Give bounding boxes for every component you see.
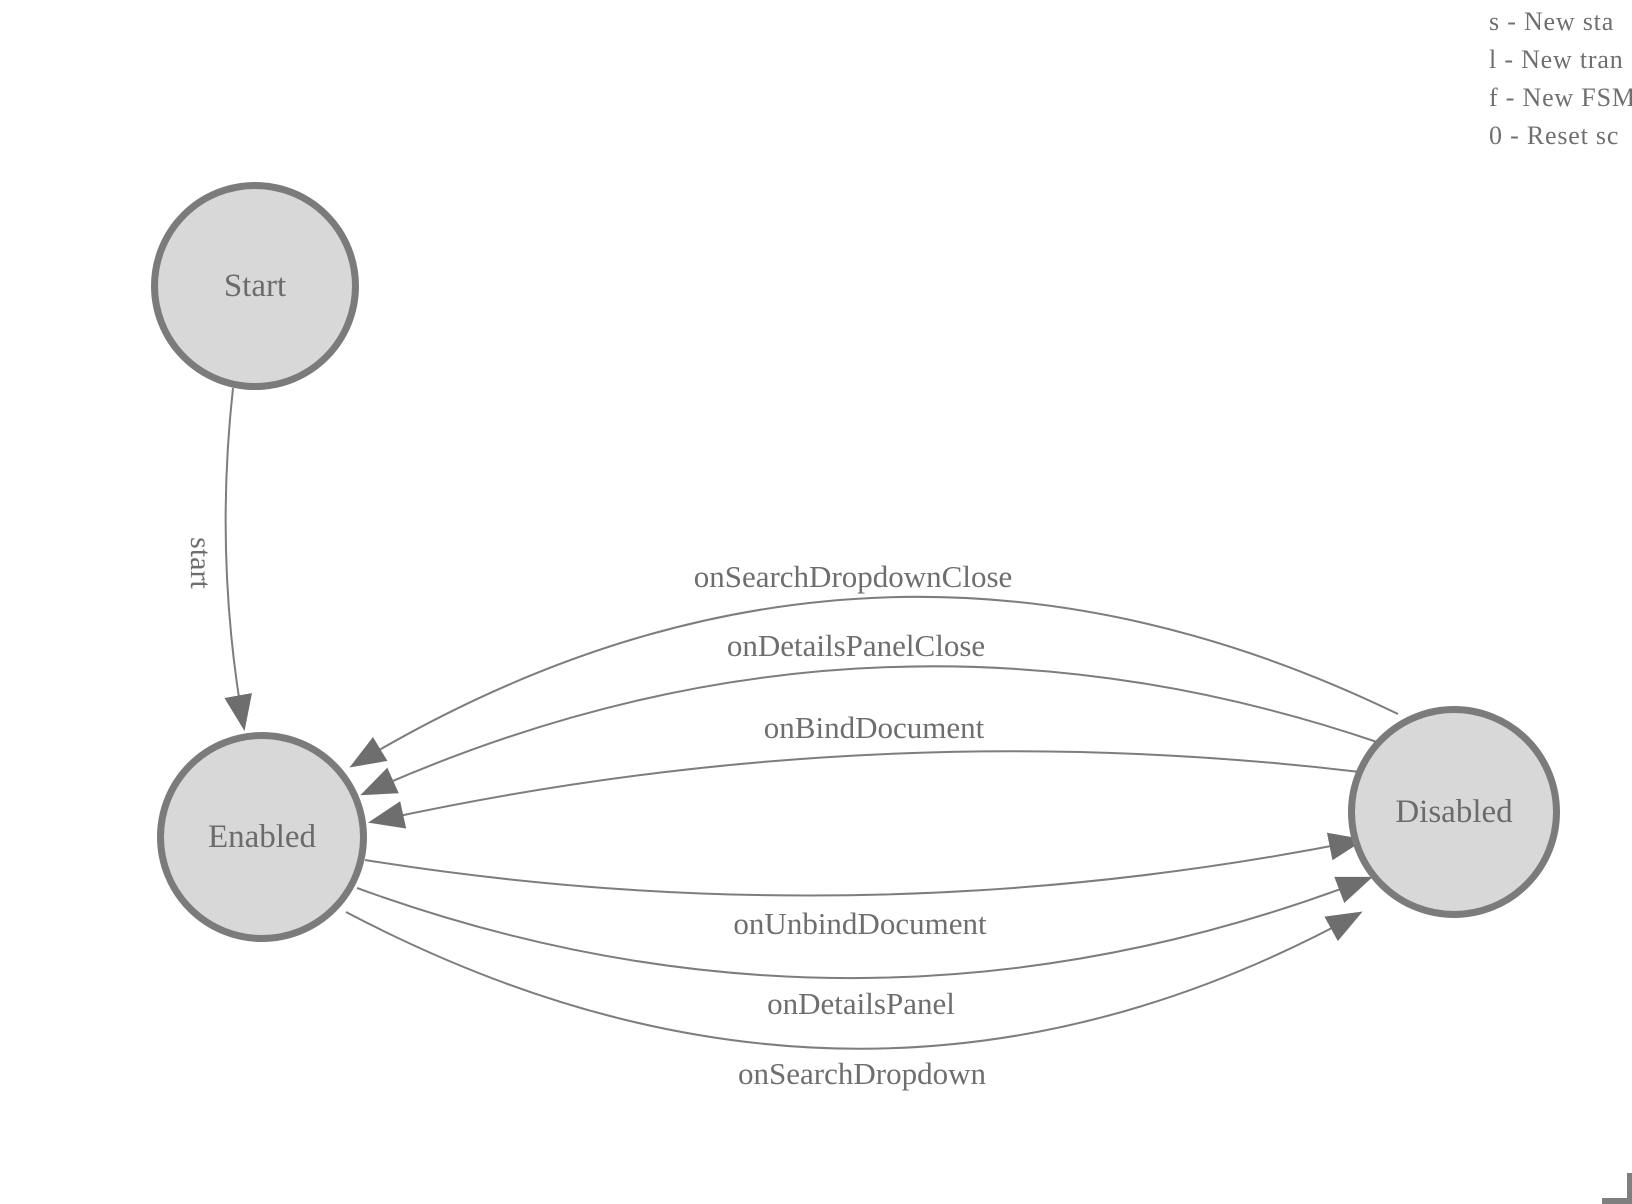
edge-label-onSearchDropdown[interactable]: onSearchDropdown [738, 1056, 986, 1091]
shortcut-legend: s - New sta l - New tran f - New FSM 0 -… [1489, 3, 1632, 155]
edge-onSearchDropdown[interactable] [345, 911, 1363, 1050]
edge-onDetailsPanelClose[interactable] [360, 665, 1378, 796]
edge-label-onUnbindDocument[interactable]: onUnbindDocument [733, 906, 987, 941]
edge-start[interactable] [224, 387, 252, 731]
legend-line-reset: 0 - Reset sc [1489, 121, 1620, 150]
clipped-corner-vertical-bar [1627, 1173, 1632, 1200]
edge-onSearchDropdownClose[interactable] [349, 595, 1399, 768]
legend-line-new-state: s - New sta [1489, 7, 1615, 36]
state-disabled[interactable]: Disabled [1348, 706, 1560, 918]
edge-label-onSearchDropdownClose[interactable]: onSearchDropdownClose [693, 559, 1013, 594]
state-enabled[interactable]: Enabled [157, 732, 367, 942]
edge-label-onBindDocument[interactable]: onBindDocument [763, 710, 985, 745]
state-start-label: Start [223, 267, 287, 304]
state-disabled-label: Disabled [1395, 793, 1513, 830]
edge-onBindDocument[interactable] [368, 750, 1361, 829]
state-start[interactable]: Start [151, 182, 359, 390]
legend-line-new-transition: l - New tran [1489, 45, 1624, 74]
legend-line-new-fsm: f - New FSM [1489, 83, 1632, 112]
edge-label-start[interactable]: start [184, 537, 217, 589]
edge-onDetailsPanel[interactable] [356, 876, 1373, 980]
clipped-corner-horizontal-bar [1602, 1198, 1632, 1204]
edge-label-onDetailsPanel[interactable]: onDetailsPanel [767, 986, 955, 1021]
state-enabled-label: Enabled [207, 818, 317, 855]
edge-onUnbindDocument[interactable] [364, 832, 1365, 897]
edge-label-onDetailsPanelClose[interactable]: onDetailsPanelClose [726, 628, 986, 663]
